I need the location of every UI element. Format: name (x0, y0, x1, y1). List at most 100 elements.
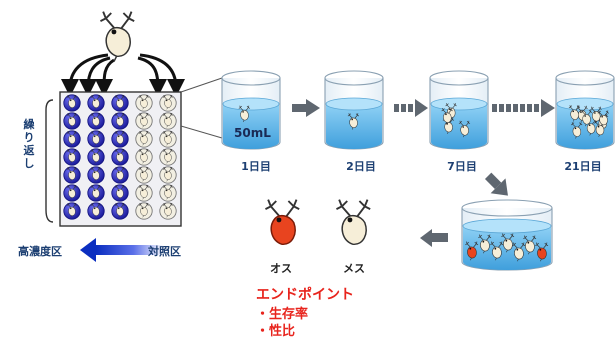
well-daphnia-icon (90, 184, 101, 200)
well-daphnia-icon (66, 166, 77, 182)
plate-well (111, 202, 129, 220)
male-daphnia-icon (265, 199, 300, 245)
plate-well (159, 94, 177, 112)
well-daphnia-icon (138, 148, 149, 164)
well-daphnia-icon (90, 112, 101, 128)
well-daphnia-icon (138, 130, 149, 146)
well-daphnia-icon (162, 166, 173, 182)
plate-well (159, 202, 177, 220)
plate-well (87, 184, 105, 202)
plate-well (111, 94, 129, 112)
well-daphnia-icon (114, 184, 125, 200)
well-daphnia-icon (162, 148, 173, 164)
result-daphnia-icon (465, 241, 479, 261)
plate-well (87, 112, 105, 130)
plate-well (135, 130, 153, 148)
plate-well (63, 94, 81, 112)
plate-well (63, 148, 81, 166)
plate-well (63, 112, 81, 130)
well-daphnia-icon (162, 130, 173, 146)
plate-well (135, 94, 153, 112)
beaker-daphnia-icon (585, 118, 597, 136)
plate-well (111, 130, 129, 148)
beaker-daphnia-icon (597, 110, 610, 127)
plate-well (135, 166, 153, 184)
plate-well (159, 112, 177, 130)
plate-well (87, 166, 105, 184)
day-label-21: 21日目 (564, 160, 602, 173)
beaker-daphnia-icon (458, 120, 471, 138)
plate-well (63, 202, 81, 220)
day-label-2: 2日目 (346, 160, 376, 173)
endpoint-survival: ・生存率 (256, 307, 309, 322)
well-daphnia-icon (114, 112, 125, 128)
result-daphnia-icon (478, 234, 492, 254)
plate-well (159, 166, 177, 184)
beaker-daphnia-icon (238, 105, 251, 123)
well-daphnia-icon (114, 202, 125, 218)
well-daphnia-icon (114, 166, 125, 182)
plate-well (111, 112, 129, 130)
zoom-line-bottom (180, 125, 223, 139)
zoom-line-top (180, 77, 223, 93)
well-daphnia-icon (66, 130, 77, 146)
result-daphnia-icon (490, 241, 504, 261)
well-daphnia-icon (138, 202, 149, 218)
beaker-daphnia-icon (590, 106, 602, 124)
distribution-arrows (61, 53, 185, 97)
plate-well (63, 184, 81, 202)
beaker-day-2 (324, 70, 384, 150)
well-daphnia-icon (114, 94, 125, 110)
well-daphnia-icon (138, 94, 149, 110)
beaker-day-21 (555, 70, 615, 150)
well-daphnia-icon (138, 112, 149, 128)
well-daphnia-icon (90, 94, 101, 110)
replicates-label: 繰り返し (23, 118, 35, 170)
endpoint-sex-ratio: ・性比 (256, 324, 296, 339)
replicate-bracket (45, 99, 54, 223)
day-label-1: 1日目 (241, 160, 271, 173)
beaker-daphnia-icon (570, 122, 583, 139)
well-daphnia-icon (66, 94, 77, 110)
well-daphnia-icon (90, 148, 101, 164)
plate-well (63, 130, 81, 148)
plate-well (135, 112, 153, 130)
beaker-day-1 (221, 70, 281, 150)
plate-well (87, 130, 105, 148)
well-daphnia-icon (66, 148, 77, 164)
control-label: 対照区 (148, 245, 181, 258)
source-daphnia-icon (100, 11, 135, 62)
progress-arrow-1 (292, 99, 320, 117)
result-arrow-left (420, 229, 448, 247)
high-concentration-label: 高濃度区 (18, 245, 62, 258)
beaker-daphnia-icon (568, 105, 581, 122)
result-daphnia-icon (523, 235, 537, 255)
plate-well (111, 148, 129, 166)
progress-arrow-3 (492, 99, 555, 117)
day-label-7: 7日目 (447, 160, 477, 173)
plate-well (63, 166, 81, 184)
beaker-daphnia-icon (441, 108, 453, 125)
progress-arrow-2 (394, 99, 428, 117)
well-daphnia-icon (162, 112, 173, 128)
plate-well (135, 202, 153, 220)
plate-well (159, 184, 177, 202)
progress-arrow-down (484, 172, 508, 196)
plate-well (87, 202, 105, 220)
well-daphnia-icon (114, 130, 125, 146)
male-label: オス (270, 262, 292, 275)
result-daphnia-icon (501, 233, 515, 253)
concentration-arrow (80, 238, 164, 262)
plate-well (159, 130, 177, 148)
plate-well (111, 166, 129, 184)
beakers (221, 70, 615, 271)
well-daphnia-icon (66, 202, 77, 218)
well-daphnia-icon (138, 184, 149, 200)
plate-wells (63, 94, 177, 220)
female-label: メス (343, 262, 365, 275)
beaker-result (461, 199, 553, 271)
well-daphnia-icon (66, 112, 77, 128)
well-daphnia-icon (90, 166, 101, 182)
beaker-day-7 (429, 70, 489, 150)
